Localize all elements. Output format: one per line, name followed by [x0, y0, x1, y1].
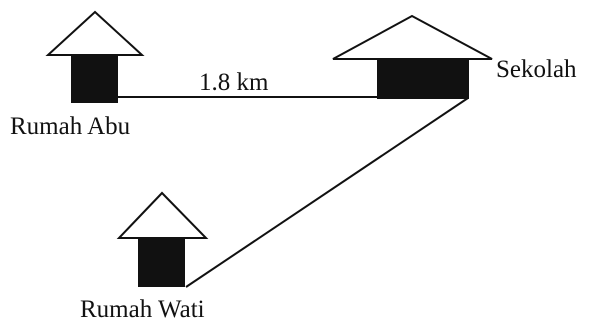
house-wati-body: [138, 239, 185, 287]
label-house-abu: Rumah Abu: [10, 113, 131, 140]
label-school: Sekolah: [496, 56, 577, 83]
label-house-wati: Rumah Wati: [80, 296, 205, 323]
road-school-to-wati: [185, 97, 469, 288]
house-abu-body: [71, 56, 118, 103]
school: [332, 14, 493, 99]
house-wati: [116, 191, 209, 287]
house-wati-roof: [116, 191, 209, 239]
school-body: [377, 60, 469, 99]
house-abu: [45, 10, 145, 103]
school-roof: [332, 14, 493, 60]
distance-label: 1.8 km: [199, 69, 269, 96]
house-abu-roof: [45, 10, 145, 56]
